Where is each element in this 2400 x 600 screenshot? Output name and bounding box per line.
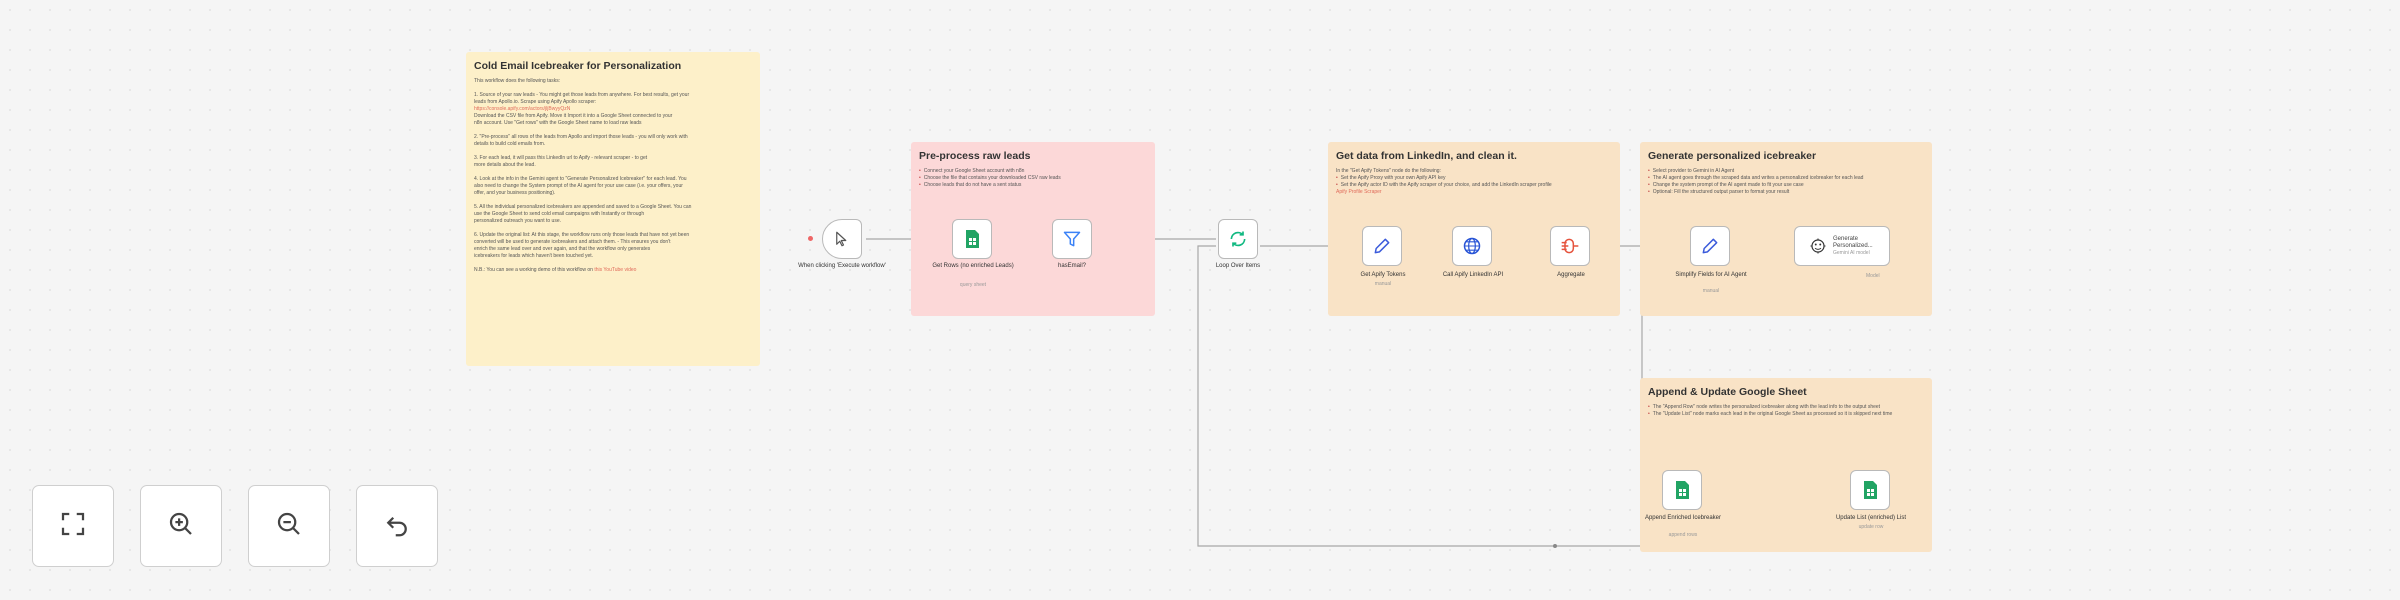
node-label: Aggregate <box>1557 272 1585 278</box>
reset-zoom-button[interactable] <box>356 485 438 567</box>
node-label: Get Rows (no enriched Leads) <box>932 263 1014 269</box>
node-aggregate[interactable] <box>1550 226 1590 266</box>
node-manual-trigger[interactable] <box>822 219 862 259</box>
youtube-link[interactable]: this YouTube video <box>594 267 637 273</box>
node-sublabel: manual <box>1374 281 1392 287</box>
zoom-in-button[interactable] <box>140 485 222 567</box>
aggregate-icon <box>1560 236 1580 256</box>
node-append-enriched[interactable] <box>1662 470 1702 510</box>
pencil-icon <box>1372 236 1392 256</box>
google-sheets-icon <box>1674 480 1690 500</box>
note-title: Generate personalized icebreaker <box>1648 150 1817 162</box>
node-label: Update List (enriched) List <box>1835 515 1907 521</box>
globe-icon <box>1462 236 1482 256</box>
trigger-marker <box>808 236 813 241</box>
note-title: Pre-process raw leads <box>919 150 1031 162</box>
undo-arrow-icon <box>382 509 412 544</box>
node-update-list[interactable] <box>1850 470 1890 510</box>
node-sublabel: update row <box>1858 524 1884 530</box>
fit-view-icon <box>58 509 88 544</box>
pencil-icon <box>1700 236 1720 256</box>
note-title: Get data from LinkedIn, and clean it. <box>1336 150 1517 162</box>
loop-icon <box>1228 229 1248 249</box>
model-port-label: Model <box>1866 273 1880 279</box>
node-get-apify-tokens[interactable] <box>1362 226 1402 266</box>
node-call-apify-linkedin[interactable] <box>1452 226 1492 266</box>
node-label: When clicking 'Execute workflow' <box>798 263 886 269</box>
node-label: Call Apify LinkedIn API <box>1442 272 1504 278</box>
node-sublabel: manual <box>1702 288 1720 294</box>
node-generate-icebreaker-agent[interactable]: Generate Personalized... Gemini AI model <box>1794 226 1890 266</box>
note-title: Append & Update Google Sheet <box>1648 386 1807 398</box>
node-simplify-fields[interactable] <box>1690 226 1730 266</box>
apify-link[interactable]: Apify Profile Scraper <box>1336 189 1382 195</box>
zoom-out-icon <box>274 509 304 544</box>
note-title: Cold Email Icebreaker for Personalizatio… <box>474 60 682 72</box>
node-label: Append Enriched Icebreaker <box>1644 515 1722 521</box>
sticky-note-preprocess[interactable]: Pre-process raw leads Connect your Googl… <box>911 142 1155 316</box>
sticky-note-append[interactable]: Append & Update Google Sheet The "Append… <box>1640 378 1932 552</box>
node-get-rows[interactable] <box>952 219 992 259</box>
node-sublabel: Gemini AI model <box>1833 249 1870 256</box>
google-sheets-icon <box>964 229 980 249</box>
node-sublabel: append rows <box>1668 532 1698 538</box>
google-sheets-icon <box>1862 480 1878 500</box>
node-label: Generate Personalized... <box>1833 235 1873 249</box>
zoom-in-icon <box>166 509 196 544</box>
sticky-note-overview[interactable]: Cold Email Icebreaker for Personalizatio… <box>466 52 760 366</box>
node-sublabel: query sheet <box>959 282 987 288</box>
ai-agent-icon <box>1809 237 1827 255</box>
node-label: Get Apify Tokens <box>1360 272 1406 278</box>
cursor-icon <box>833 230 851 248</box>
node-label: Loop Over Items <box>1215 263 1261 269</box>
fit-view-button[interactable] <box>32 485 114 567</box>
zoom-out-button[interactable] <box>248 485 330 567</box>
filter-icon <box>1062 229 1082 249</box>
node-loop-over-items[interactable] <box>1218 219 1258 259</box>
node-label: hasEmail? <box>1057 263 1086 269</box>
note-body: This workflow does the following tasks: … <box>474 78 692 273</box>
node-has-email-filter[interactable] <box>1052 219 1092 259</box>
node-label: Simplify Fields for AI Agent <box>1675 272 1747 278</box>
